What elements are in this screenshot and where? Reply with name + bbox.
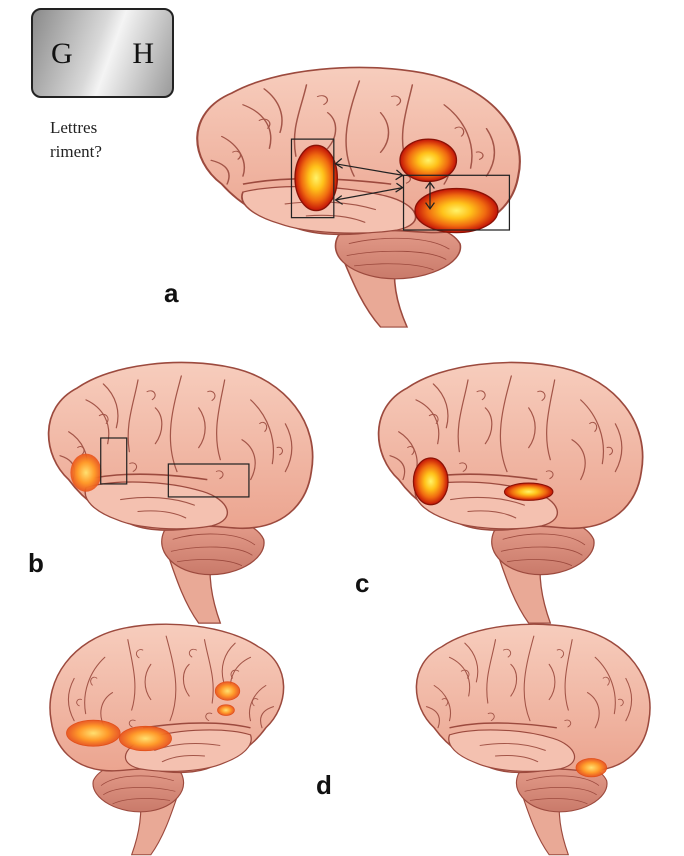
panel-label-b: b [28,548,44,579]
brain-panel-b [12,360,342,620]
activation-d-left-parietal-1 [215,682,240,700]
activation-d-right-temporal [576,758,607,776]
brain-panel-a [125,65,525,365]
activation-a-temporal [415,189,498,233]
activation-d-left-frontal-1 [67,720,121,746]
activation-a-inferior-frontal [295,145,337,210]
activation-d-left-frontal-2 [119,726,171,751]
activation-b-frontal [70,454,101,492]
activation-d-left-parietal-2 [218,705,235,716]
brain-panel-d-right [370,622,684,852]
stimulus-letter-left: G [51,37,73,71]
panel-label-d: d [316,770,332,801]
panel-label-a: a [164,278,178,309]
brain-panel-d-left [10,622,330,852]
activation-c-frontal [413,458,448,505]
brain-panel-c [342,360,672,620]
activation-c-temporal [504,483,553,500]
panel-label-c: c [355,568,369,599]
